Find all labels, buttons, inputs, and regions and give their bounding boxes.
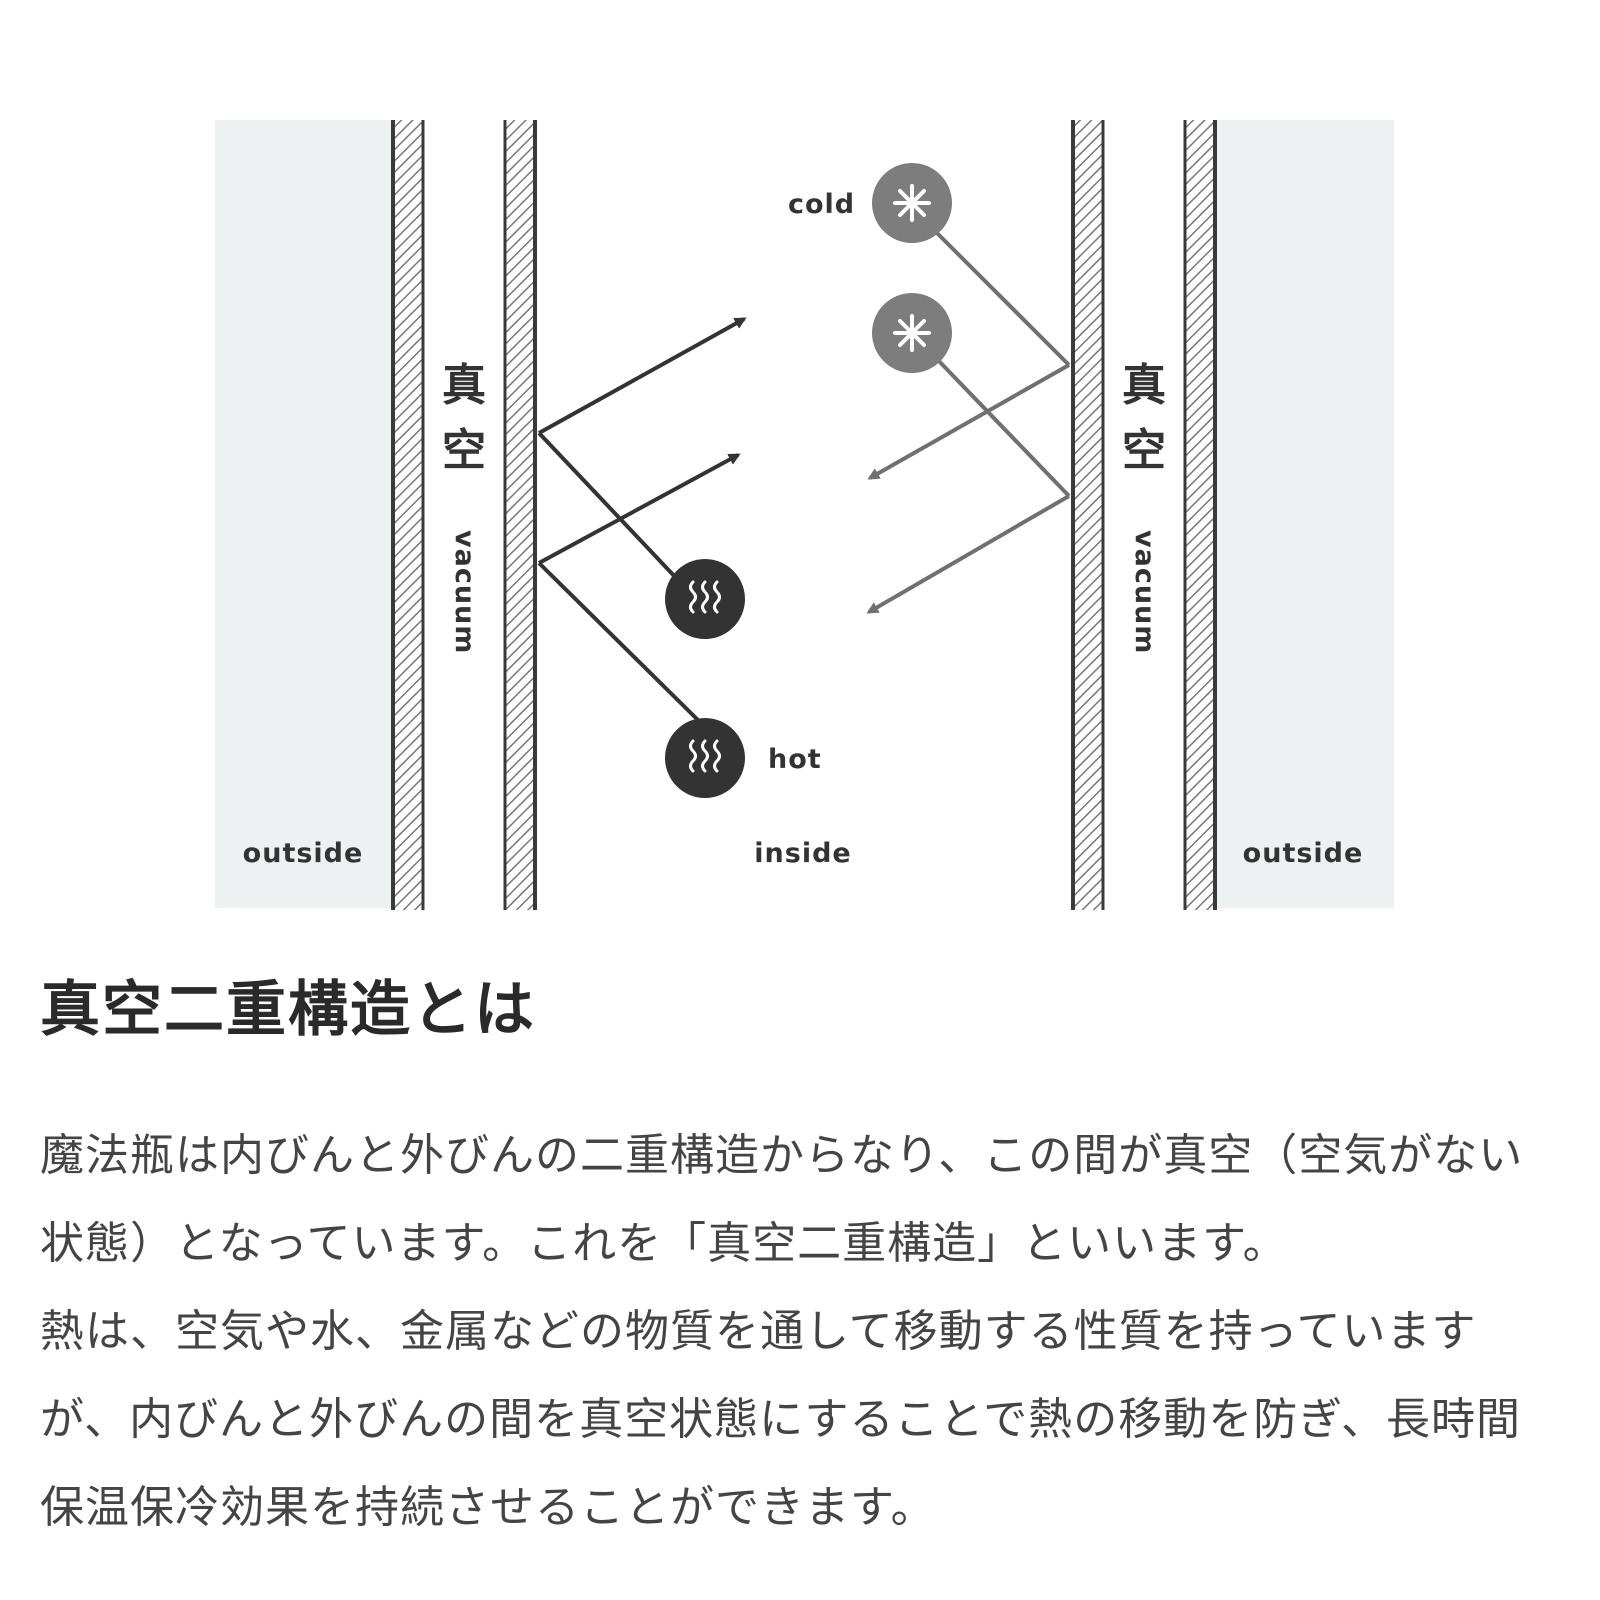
vacuum-insulation-diagram: cold hot inside outside outside 真 空 真 空 … [215, 120, 1394, 910]
vacuum-jp-label-left-2: 空 [442, 425, 486, 476]
outside-region-right [1216, 120, 1394, 908]
wall-outer-right [1183, 120, 1217, 910]
cold-circle-2 [872, 293, 952, 373]
snowflake-icon [893, 184, 931, 222]
vacuum-jp-label-left-1: 真 [442, 360, 486, 411]
cold-heat-paths [866, 230, 1071, 614]
outside-region-left [215, 120, 391, 908]
hot-circle-1 [665, 559, 745, 639]
vacuum-jp-label-right-1: 真 [1122, 360, 1166, 411]
page-title: 真空二重構造とは [40, 975, 536, 1045]
paragraph-vacuum-structure: 魔法瓶は内びんと外びんの二重構造からなり、この間が真空（空気がない状態）となって… [40, 1130, 1524, 1269]
wall-inner-left [503, 120, 537, 910]
cold-circle-1 [872, 163, 952, 243]
outside-label-right: outside [1243, 838, 1364, 869]
hot-heat-paths [537, 317, 747, 728]
hot-circle-2 [665, 718, 745, 798]
inside-label: inside [754, 838, 851, 869]
paragraph-heat-transfer: 熱は、空気や水、金属などの物質を通して移動する性質を持っていますが、内びんと外び… [40, 1306, 1522, 1533]
outside-label-left: outside [243, 838, 364, 869]
vacuum-en-label-right: vacuum [1129, 530, 1160, 654]
snowflake-icon [893, 314, 931, 352]
vacuum-en-label-left: vacuum [449, 530, 480, 654]
vacuum-jp-label-right-2: 空 [1122, 425, 1166, 476]
steam-icon [689, 739, 721, 773]
steam-icon [689, 580, 721, 614]
wall-outer-left [391, 120, 425, 910]
cold-label: cold [788, 189, 855, 220]
wall-inner-right [1071, 120, 1105, 910]
description: 魔法瓶は内びんと外びんの二重構造からなり、この間が真空（空気がない状態）となって… [40, 1112, 1560, 1552]
hot-label: hot [768, 744, 822, 775]
